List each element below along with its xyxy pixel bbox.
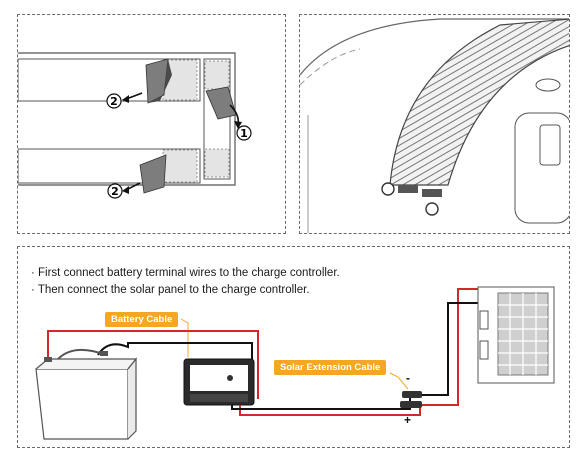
device-seam [300, 49, 360, 85]
solar-cell-grid [498, 293, 548, 375]
adhesive-peel-illustration: 2 1 2 [18, 15, 287, 235]
negative-polarity-label: - [406, 371, 410, 385]
step-number-text: 2 [110, 95, 118, 108]
solar-extension-cable-tag: Solar Extension Cable [274, 360, 386, 375]
connector-cap [426, 203, 438, 215]
controller-button [227, 375, 233, 381]
device-with-solar-panel [300, 15, 570, 234]
controller-terminal-block [190, 394, 248, 402]
battery-side [128, 359, 136, 439]
exposed-adhesive-area [205, 61, 229, 89]
wiring-illustration [18, 247, 570, 448]
battery-terminal [100, 351, 108, 356]
device-window [540, 125, 560, 165]
panel-connector [398, 185, 418, 193]
battery-terminal [44, 357, 52, 362]
panel-connector [422, 189, 442, 197]
step-number-text: 2 [111, 185, 119, 198]
junction-box [480, 311, 488, 329]
controller-display [190, 365, 248, 391]
positive-polarity-label: + [404, 413, 411, 427]
mc4-connector-positive [400, 401, 422, 408]
mc4-connector-negative [402, 391, 422, 398]
junction-box [480, 341, 488, 359]
solar-positive-wire [240, 289, 480, 415]
connector-cap [382, 183, 394, 195]
solar-negative-wire [232, 303, 480, 409]
adhesive-peel-panel: 2 1 2 [17, 14, 286, 234]
handle-slot [536, 79, 560, 91]
label-leader [181, 319, 188, 357]
step-number-text: 1 [240, 127, 248, 140]
exposed-adhesive-area [205, 149, 229, 177]
battery-cable-tag: Battery Cable [105, 312, 178, 327]
exposed-adhesive-area [163, 150, 197, 182]
mounted-panel-illustration [299, 14, 570, 234]
wiring-diagram-panel: · First connect battery terminal wires t… [17, 246, 570, 448]
arrow-head [122, 186, 129, 194]
battery [36, 369, 128, 439]
